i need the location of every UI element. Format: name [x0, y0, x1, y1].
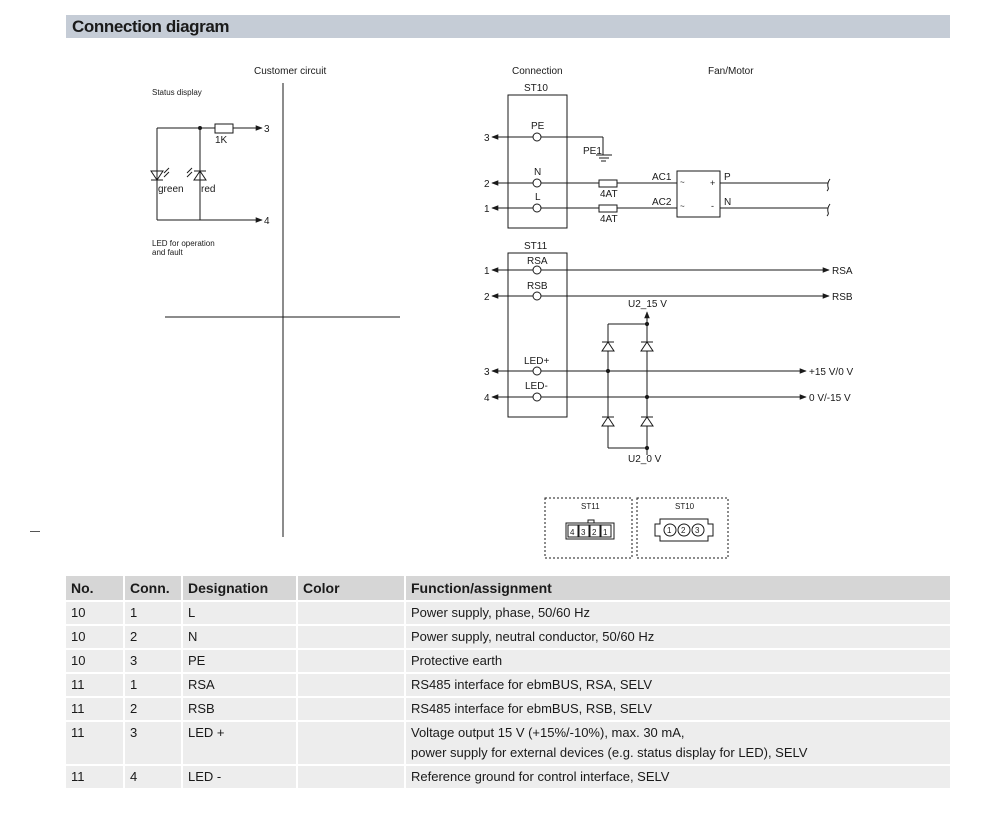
svg-text:RSB: RSB [527, 281, 548, 292]
table-row: 10 2 N Power supply, neutral conductor, … [66, 626, 950, 648]
st10-connector-label: ST10 [675, 502, 695, 511]
table-row: 10 1 L Power supply, phase, 50/60 Hz [66, 602, 950, 624]
resistor-label: 1K [215, 135, 228, 146]
svg-text:PE: PE [531, 121, 545, 132]
svg-text:2: 2 [484, 292, 490, 303]
col-header: Function/assignment [404, 576, 950, 600]
table-row: 11 3 LED + Voltage output 15 V (+15%/-10… [66, 722, 950, 764]
led-note: LED for operation [152, 239, 215, 248]
svg-text:LED-: LED- [525, 381, 548, 392]
svg-text:LED+: LED+ [524, 356, 549, 367]
svg-text:1: 1 [484, 204, 490, 215]
svg-text:2: 2 [592, 528, 597, 537]
table-row: 11 4 LED - Reference ground for control … [66, 766, 950, 788]
st11-connector-frame [544, 497, 633, 559]
fuse-label: 4AT [600, 189, 618, 200]
margin-dash [30, 531, 40, 532]
svg-text:RSA: RSA [527, 256, 548, 267]
st10-connector-frame [636, 497, 729, 559]
diode-icon [640, 341, 654, 352]
svg-text:3: 3 [484, 133, 490, 144]
svg-text:and fault: and fault [152, 248, 183, 257]
svg-text:4: 4 [264, 216, 270, 227]
col-header: Designation [181, 576, 296, 600]
svg-text:3: 3 [264, 124, 270, 135]
st11-connector-label: ST11 [581, 502, 600, 511]
svg-text:1: 1 [484, 266, 490, 277]
green-led-icon [150, 167, 170, 181]
connection-diagram: Customer circuit Status display 1K 3 4 g… [150, 66, 854, 559]
connection-header: Connection [512, 66, 563, 77]
svg-text:3: 3 [695, 526, 700, 535]
st11-label: ST11 [524, 241, 548, 252]
svg-text:AC1: AC1 [652, 172, 672, 183]
u2-15v-label: U2_15 V [628, 299, 667, 310]
svg-text:RSA: RSA [832, 266, 853, 277]
u2-0v-label: U2_0 V [628, 454, 662, 465]
svg-text:2: 2 [681, 526, 686, 535]
svg-text:RSB: RSB [832, 292, 853, 303]
col-header: Conn. [123, 576, 181, 600]
svg-text:N: N [724, 197, 731, 208]
svg-text:N: N [534, 167, 541, 178]
svg-text:2: 2 [484, 179, 490, 190]
svg-text:L: L [535, 192, 541, 203]
st10-label: ST10 [524, 83, 548, 94]
status-display-label: Status display [152, 88, 202, 97]
svg-text:4: 4 [570, 528, 575, 537]
fuse-label: 4AT [600, 214, 618, 225]
table-row: 11 1 RSA RS485 interface for ebmBUS, RSA… [66, 674, 950, 696]
rectifier-box [676, 170, 721, 218]
svg-text:P: P [724, 172, 731, 183]
svg-text:0 V/-15 V: 0 V/-15 V [809, 393, 851, 404]
fan-motor-header: Fan/Motor [708, 66, 754, 77]
st10-box [507, 94, 568, 229]
pin-assignment-table: No. Conn. Designation Color Function/ass… [66, 574, 950, 790]
svg-text:3: 3 [581, 528, 586, 537]
red-led-icon [186, 167, 207, 181]
green-label: green [158, 184, 184, 195]
col-header: Color [296, 576, 404, 600]
col-header: No. [66, 576, 123, 600]
svg-text:+: + [710, 178, 715, 188]
svg-text:+15 V/0 V: +15 V/0 V [809, 367, 854, 378]
red-label: red [201, 184, 215, 195]
diode-icon [640, 416, 654, 427]
fuse-l [598, 204, 618, 213]
svg-text:~: ~ [680, 202, 685, 211]
customer-circuit-header: Customer circuit [254, 66, 326, 77]
resistor-1k [214, 123, 234, 134]
svg-text:-: - [711, 201, 714, 211]
page-title: Connection diagram [72, 17, 230, 36]
table-row: 11 2 RSB RS485 interface for ebmBUS, RSB… [66, 698, 950, 720]
svg-text:AC2: AC2 [652, 197, 672, 208]
table-header-row: No. Conn. Designation Color Function/ass… [66, 576, 950, 600]
svg-text:4: 4 [484, 393, 490, 404]
st11-box [507, 252, 568, 418]
diode-icon [601, 341, 615, 352]
svg-text:~: ~ [680, 178, 685, 187]
fuse-n [598, 179, 618, 188]
svg-text:1: 1 [603, 528, 608, 537]
svg-text:3: 3 [484, 367, 490, 378]
svg-text:1: 1 [667, 526, 672, 535]
title-bar: Connection diagram [66, 15, 950, 38]
diode-icon [601, 416, 615, 427]
pe1-label: PE1 [583, 146, 602, 157]
table-row: 10 3 PE Protective earth [66, 650, 950, 672]
